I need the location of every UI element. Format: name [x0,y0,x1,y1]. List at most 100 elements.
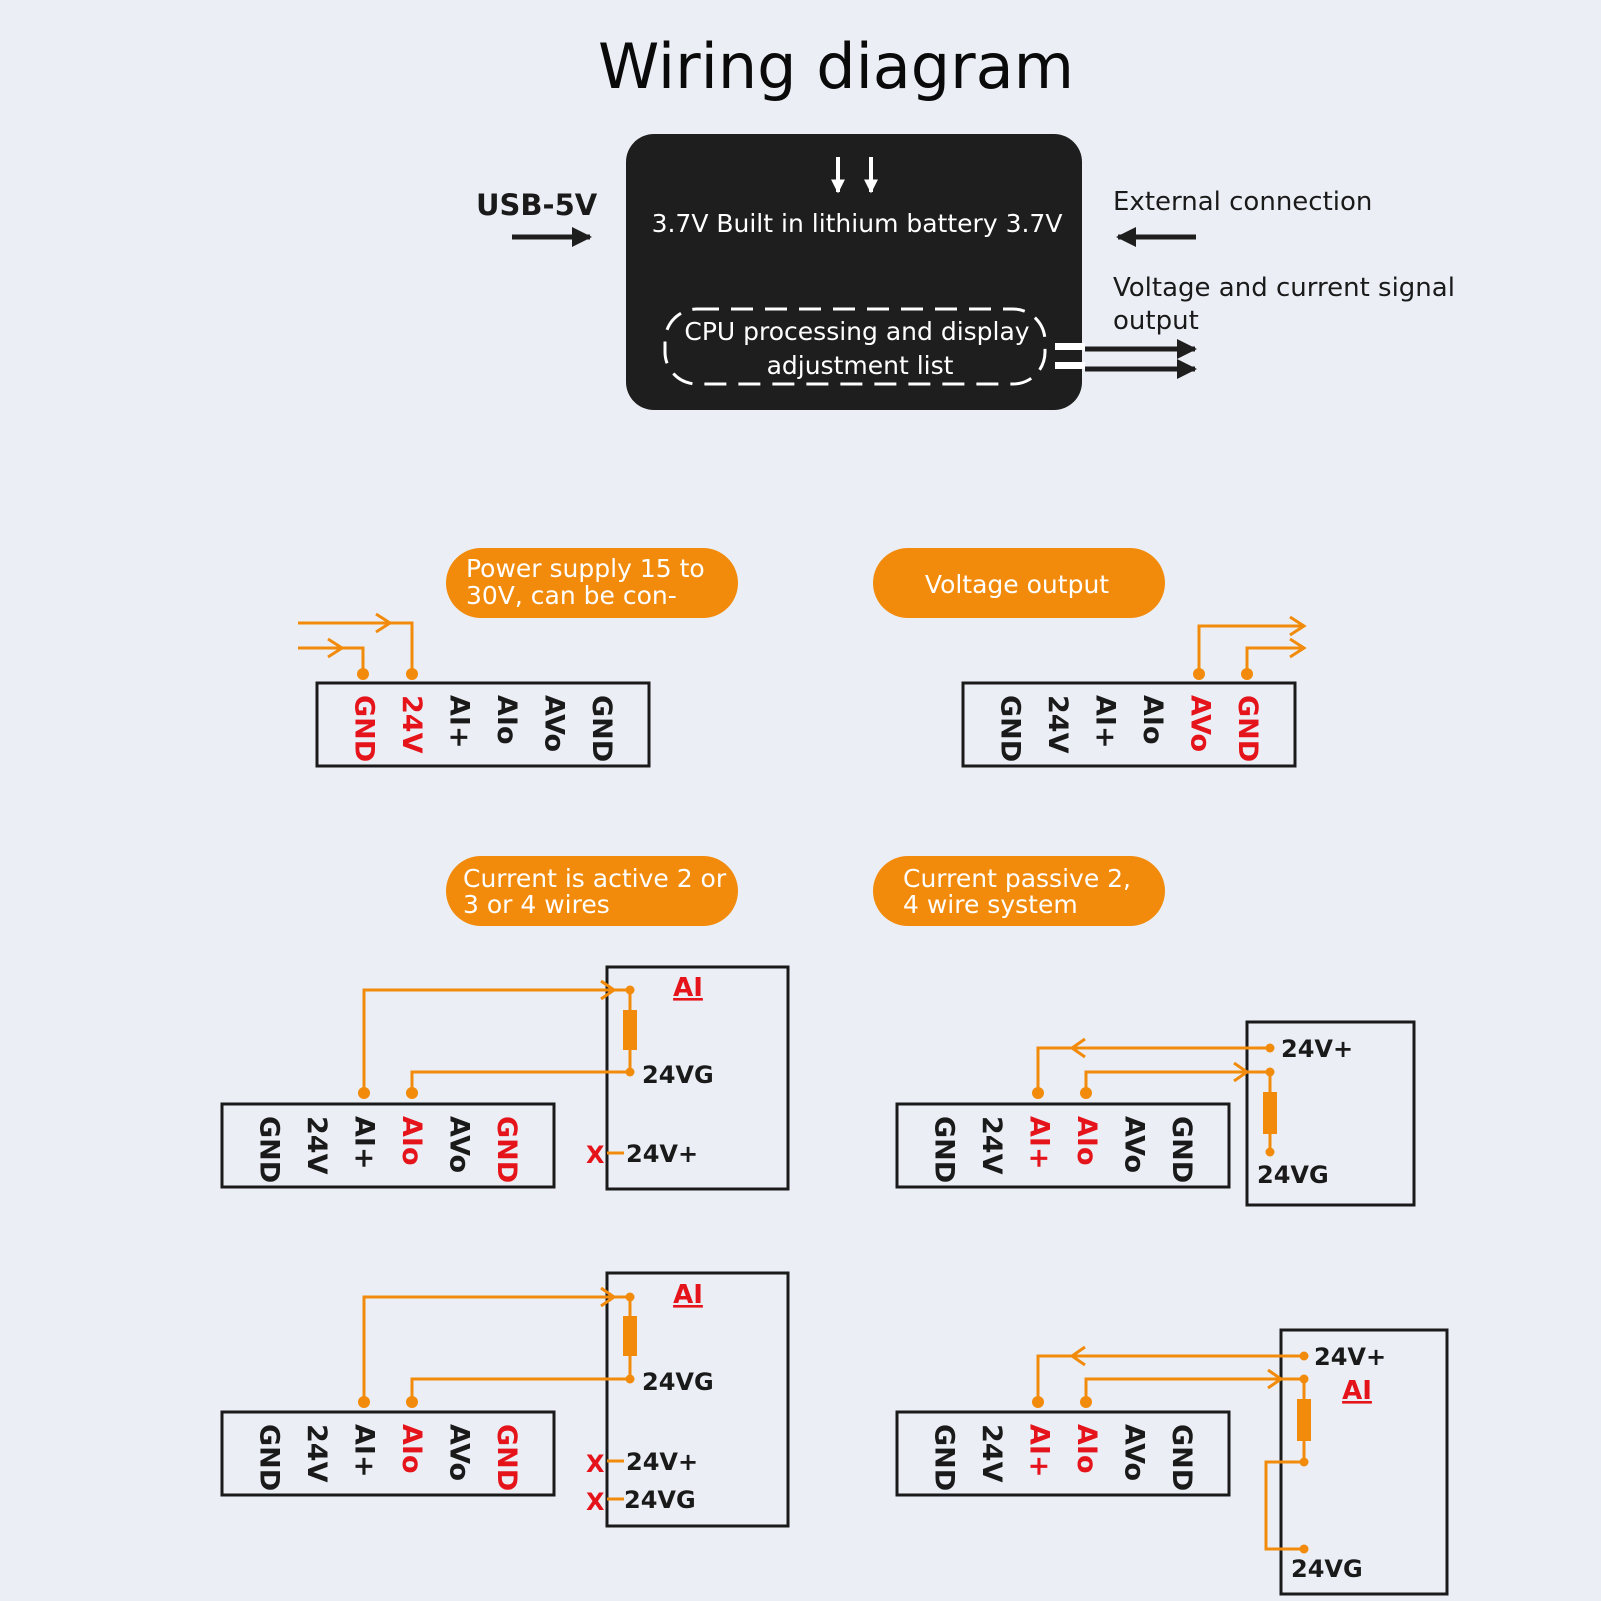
cpu-label-line1: CPU processing and display [684,317,1029,346]
pin-label: 24VG [642,1368,714,1396]
pin-label: 24VG [624,1486,696,1514]
terminal-label-aio: AIo [491,695,522,745]
pin-label: 24VG [1257,1161,1329,1189]
terminal-label-gnd: GND [929,1116,960,1183]
device-ai-active-2: AI 24VG X 24V+ X 24VG [358,1271,790,1528]
terminal-label-aio: AIo [396,1116,427,1166]
terminal-label-avo: AVo [1119,1116,1150,1173]
pill-text: 4 wire system [903,890,1078,919]
pill-text: 30V, can be con- [466,581,677,610]
terminal-label-gnd: GND [586,695,617,762]
resistor-icon [1297,1399,1311,1441]
output-label-line1: Voltage and current signal [1113,273,1455,303]
pin-label: 24V+ [1314,1343,1386,1371]
terminal-block-power: GND 24V AI+ AIo AVo GND [315,681,651,768]
terminal-label-ai-plus: AI+ [444,695,475,749]
pill-text: Power supply 15 to [466,554,705,583]
wire-node [1032,1087,1044,1099]
pill-text: Current passive 2, [903,864,1131,893]
terminal-label-gnd: GND [254,1116,285,1183]
wire-node [1193,668,1205,680]
arrow-icon [600,979,617,1001]
arrow-icon [1289,615,1307,637]
usb-label: USB-5V [476,188,598,222]
wire-gnd [1245,646,1304,674]
x-mark-icon: X [586,1450,605,1478]
output-label-line2: output [1113,306,1199,336]
arrow-icon [600,1286,617,1308]
terminal-label-ai-plus: AI+ [349,1424,380,1478]
pill-current-active: Current is active 2 or 3 or 4 wires [446,856,738,926]
terminal-block-frame [315,681,651,768]
resistor-icon [623,1316,637,1356]
device-ai-passive: 24V+ 24VG [1032,1020,1416,1207]
device-ai-passive-2: AI 24V+ 24VG [1032,1328,1449,1596]
page-title: Wiring diagram [598,30,1074,103]
device-box [1245,1020,1416,1207]
device-title: AI [673,1280,703,1310]
pill-text: 3 or 4 wires [463,890,610,919]
external-label: External connection [1113,187,1372,217]
terminal-label-gnd: GND [491,1424,522,1491]
wire-ai-plus [362,988,630,1093]
wire-ai-plus [362,1295,630,1402]
x-mark-icon: X [586,1488,605,1516]
wire-avo [1197,624,1304,674]
terminal-label-aio: AIo [1137,695,1168,745]
wire-24v-plus [1036,1354,1304,1402]
output-port [1055,343,1085,350]
terminal-label-ai-plus: AI+ [349,1116,380,1170]
arrow-icon [1069,1345,1086,1367]
terminal-block-frame [220,1410,556,1497]
output-port [1055,362,1085,369]
wire-aio [1084,1070,1270,1093]
terminal-label-24v: 24V [976,1424,1007,1483]
terminal-label-aio: AIo [1071,1424,1102,1474]
arrow-icon [1069,1037,1086,1059]
terminal-label-gnd: GND [1166,1116,1197,1183]
pin-label: 24VG [1291,1555,1363,1583]
device-title: AI [673,973,703,1003]
arrow-icon [1267,1368,1284,1390]
wire-aio [410,1377,630,1402]
arrow-icon [327,637,345,659]
wire-node [406,668,418,680]
wires-power [298,612,418,680]
terminal-label-gnd: GND [929,1424,960,1491]
wire-node [358,1396,370,1408]
resistor-icon [623,1010,637,1050]
terminal-label-gnd: GND [254,1424,285,1491]
terminal-label-gnd: GND [1166,1424,1197,1491]
wire-node [1080,1396,1092,1408]
terminal-label-24v: 24V [301,1424,332,1483]
resistor-icon [1263,1092,1277,1134]
wire-24vg [1264,1460,1304,1551]
wire-node [357,668,369,680]
terminal-label-avo: AVo [539,695,570,752]
terminal-label-ai-plus: AI+ [1024,1424,1055,1478]
terminal-block-frame [961,681,1297,768]
wire-aio [1084,1377,1304,1402]
pill-text: Current is active 2 or [463,864,727,893]
wire-node [406,1396,418,1408]
terminal-label-24v: 24V [396,695,427,754]
wire-node [1080,1087,1092,1099]
arrow-icon [1289,637,1307,659]
cpu-label-line2: adjustment list [767,351,954,380]
terminal-label-gnd: GND [1232,695,1263,762]
terminal-label-gnd: GND [491,1116,522,1183]
terminal-block-frame [895,1102,1231,1189]
terminal-label-gnd: GND [349,695,380,762]
terminal-label-avo: AVo [444,1116,475,1173]
wires-voltage [1193,615,1307,680]
wire-node [358,1087,370,1099]
pin-label: 24V+ [626,1140,698,1168]
pin-label: 24V+ [626,1448,698,1476]
top-block: USB-5V 3.7V Built in lithium battery 3.7… [476,134,1455,410]
terminal-block-frame [895,1410,1231,1497]
device-title: AI [1342,1376,1372,1406]
terminal-label-ai-plus: AI+ [1024,1116,1055,1170]
terminal-label-avo: AVo [1185,695,1216,752]
